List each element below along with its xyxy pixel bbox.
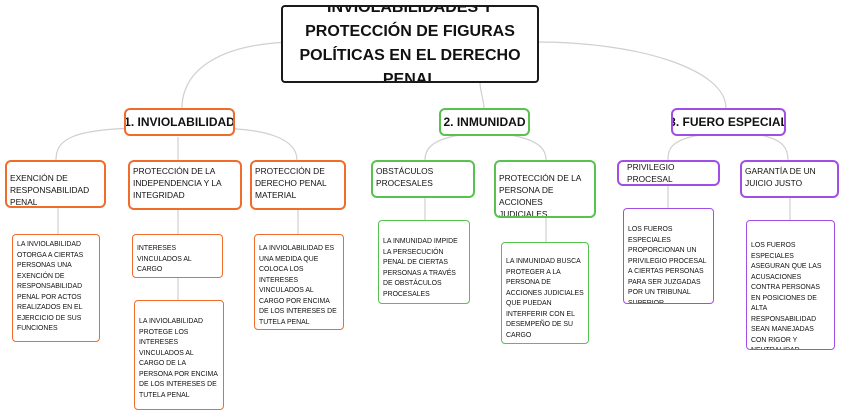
link-inmunidad-obstaculos bbox=[424, 134, 461, 161]
link-root-fuero bbox=[536, 41, 727, 109]
node-acciones-detail[interactable]: LA INMUNIDAD BUSCA PROTEGER A LA PERSONA… bbox=[501, 242, 589, 344]
link-root-inviolabilidad bbox=[181, 41, 301, 109]
branch-inmunidad[interactable]: 2. INMUNIDAD bbox=[439, 108, 530, 136]
node-exencion-detail[interactable]: LA INVIOLABILIDAD OTORGA A CIERTAS PERSO… bbox=[12, 234, 100, 342]
link-root-inmunidad bbox=[479, 81, 485, 109]
branch-inviolabilidad[interactable]: 1. INVIOLABILIDAD bbox=[124, 108, 235, 136]
node-material-detail[interactable]: LA INVIOLABILIDAD ES UNA MEDIDA QUE COLO… bbox=[254, 234, 344, 330]
node-obstaculos-detail[interactable]: LA INMUNIDAD IMPIDE LA PERSECUCIÓN PENAL… bbox=[378, 220, 470, 304]
node-independencia-detail[interactable]: INTERESES VINCULADOS AL CARGO bbox=[132, 234, 223, 278]
node-material[interactable]: PROTECCIÓN DE DERECHO PENAL MATERIAL bbox=[250, 160, 346, 210]
branch-fuero[interactable]: 3. FUERO ESPECIAL bbox=[671, 108, 786, 136]
node-obstaculos[interactable]: OBSTÁCULOS PROCESALES bbox=[371, 160, 475, 198]
node-exencion[interactable]: EXENCIÓN DE RESPONSABILIDAD PENAL bbox=[5, 160, 106, 208]
link-inmunidad-acciones bbox=[509, 134, 547, 161]
node-garantia-detail[interactable]: LOS FUEROS ESPECIALES ASEGURAN QUE LAS A… bbox=[746, 220, 835, 350]
node-acciones[interactable]: PROTECCIÓN DE LA PERSONA DE ACCIONES JUD… bbox=[494, 160, 596, 218]
node-privilegio[interactable]: PRIVILEGIO PROCESAL bbox=[617, 160, 720, 186]
link-fuero-garantia bbox=[759, 134, 789, 161]
node-independencia-detail2[interactable]: LA INVIOLABILIDAD PROTEGE LOS INTERESES … bbox=[134, 300, 224, 410]
link-fuero-privilegio bbox=[667, 134, 701, 161]
node-independencia[interactable]: PROTECCIÓN DE LA INDEPENDENCIA Y LA INTE… bbox=[128, 160, 242, 210]
node-garantia[interactable]: GARANTÍA DE UN JUICIO JUSTO bbox=[740, 160, 839, 198]
root-topic[interactable]: INVIOLABILIDADES Y PROTECCIÓN DE FIGURAS… bbox=[281, 5, 539, 83]
node-privilegio-detail[interactable]: LOS FUEROS ESPECIALES PROPORCIONAN UN PR… bbox=[623, 208, 714, 304]
